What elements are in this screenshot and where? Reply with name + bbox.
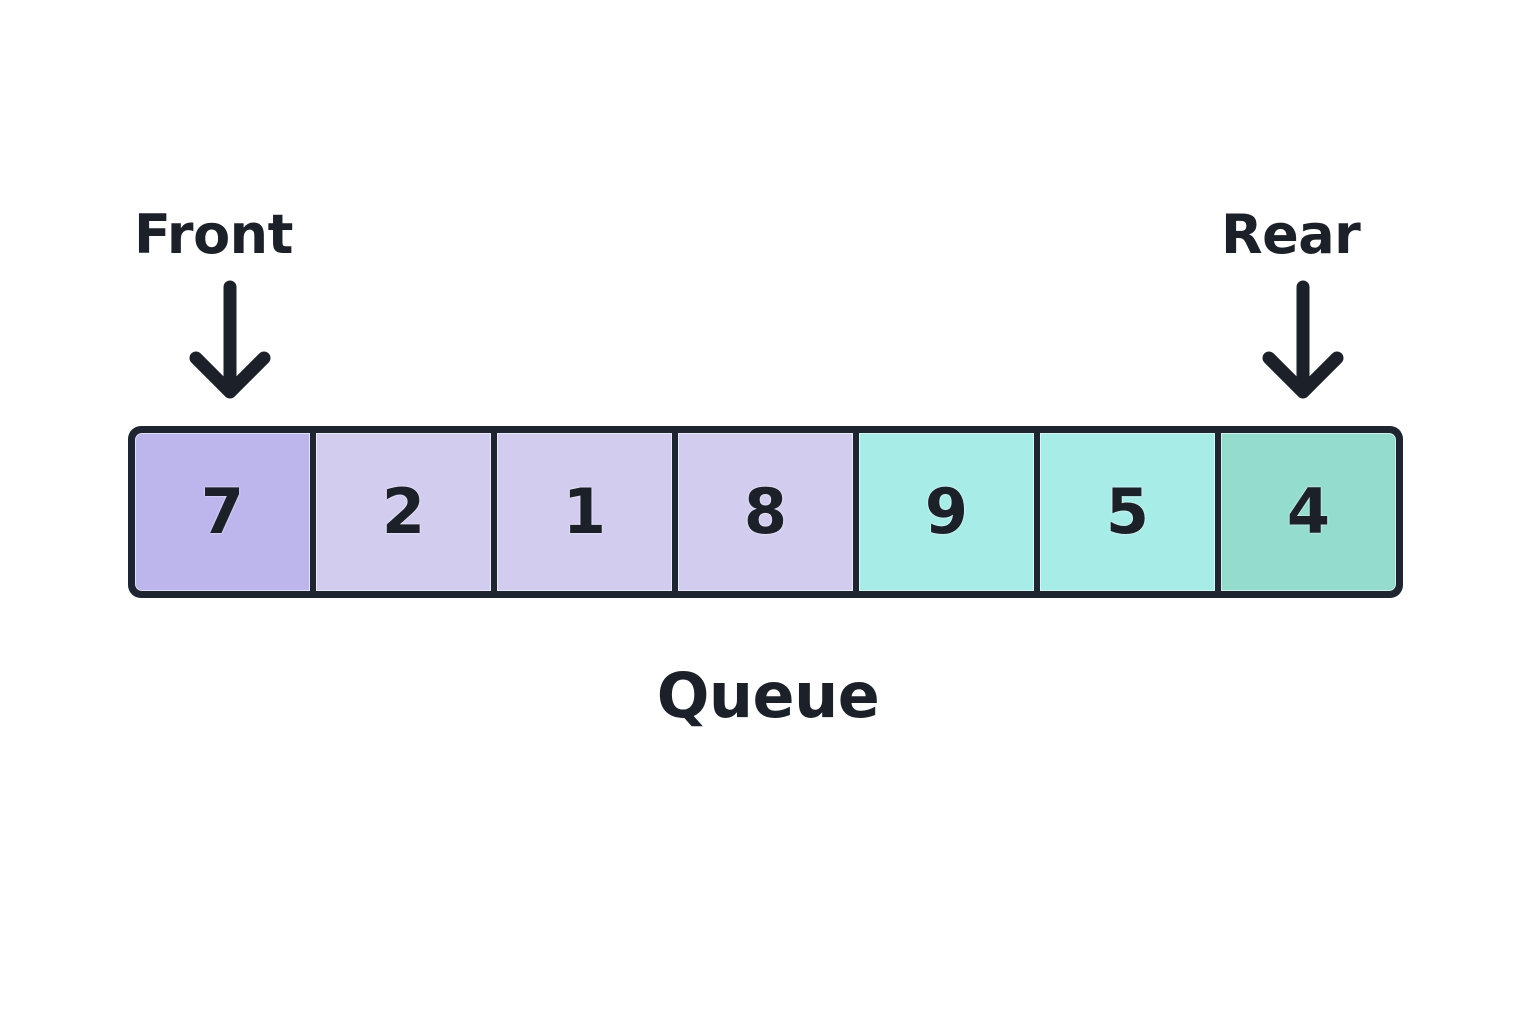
queue-cell: 5 [1040,433,1215,591]
queue-cell: 8 [678,433,853,591]
arrow-down-icon [1253,280,1353,400]
queue-cell-value: 7 [200,475,245,548]
queue-cell-value: 8 [743,475,788,548]
queue-cell-value: 5 [1105,475,1150,548]
diagram-caption: Queue [656,659,880,732]
queue-cell-value: 4 [1286,475,1331,548]
queue-cell-value: 9 [924,475,969,548]
queue-cell: 7 [135,433,310,591]
front-pointer-label: Front [134,203,293,266]
queue-cell-value: 2 [381,475,426,548]
queue-cell: 2 [316,433,491,591]
queue-cell: 1 [497,433,672,591]
queue-container: 7 2 1 8 9 5 4 [128,426,1403,598]
queue-cell: 4 [1221,433,1396,591]
queue-cell: 9 [859,433,1034,591]
queue-cell-value: 1 [562,475,607,548]
rear-pointer-label: Rear [1221,203,1361,266]
arrow-down-icon [180,280,280,400]
